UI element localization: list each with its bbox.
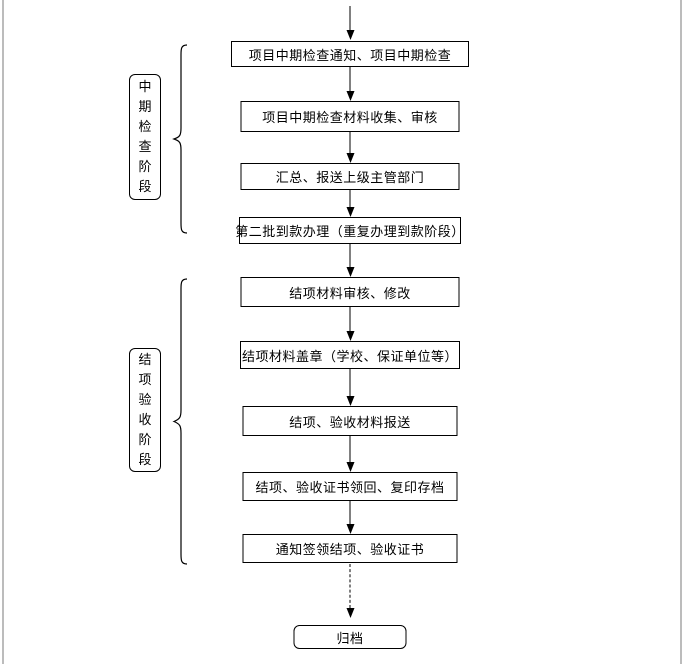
- flow-step-label: 结项、验收证书领回、复印存档: [255, 480, 445, 495]
- page-edge-left: [2, 0, 4, 664]
- flow-step-label: 结项、验收材料报送: [289, 414, 411, 430]
- flow-arrow-1: [346, 67, 355, 101]
- arrow-head-icon: [346, 331, 354, 341]
- flow-step-label: 归档: [336, 630, 364, 646]
- flow-arrow-6: [346, 369, 355, 406]
- flow-step-second-payment: 第二批到款办理（重复办理到款阶段）: [235, 217, 464, 244]
- arrow-head-icon: [346, 462, 354, 472]
- flow-arrow-5: [346, 307, 355, 341]
- flow-step-closure-material-review: 结项材料审核、修改: [240, 277, 460, 307]
- arrow-shaft: [349, 436, 351, 462]
- flow-arrow-4: [346, 244, 355, 277]
- curly-brace-icon: [172, 278, 188, 565]
- flow-step-acceptance-material-submission: 结项、验收材料报送: [242, 406, 458, 436]
- flow-step-archive: 归档: [293, 625, 407, 649]
- flow-step-certificate-retrieval: 结项、验收证书领回、复印存档: [242, 472, 458, 501]
- arrow-shaft: [349, 190, 351, 207]
- arrow-head-icon: [346, 524, 354, 534]
- flow-arrow-3: [346, 190, 355, 217]
- arrow-head-icon: [346, 153, 354, 163]
- flow-arrow-dashed: [346, 564, 355, 618]
- arrow-head-icon: [346, 30, 354, 40]
- flow-step-label: 结项材料盖章（学校、保证单位等）: [241, 348, 458, 364]
- arrow-shaft: [349, 307, 351, 331]
- curly-brace-midterm-stage: [169, 44, 191, 234]
- flow-arrow-7: [346, 436, 355, 472]
- arrow-shaft: [349, 369, 351, 396]
- stage-label-text: 结项验收阶段: [138, 352, 152, 467]
- flow-step-label: 汇总、报送上级主管部门: [275, 170, 425, 185]
- arrow-head-icon: [346, 207, 354, 217]
- stage-label-text: 中期检查阶段: [138, 79, 152, 194]
- curly-brace-icon: [172, 44, 188, 234]
- arrow-shaft: [349, 6, 351, 30]
- flow-step-label: 结项材料审核、修改: [289, 285, 411, 301]
- flow-step-label: 第二批到款办理（重复办理到款阶段）: [235, 224, 465, 239]
- arrow-head-icon: [346, 91, 354, 101]
- arrow-shaft: [349, 501, 351, 524]
- dashed-arrow-shaft: [349, 564, 351, 608]
- flow-arrow-top: [346, 6, 355, 40]
- flow-step-certificate-sign-notification: 通知签领结项、验收证书: [242, 534, 458, 563]
- page-edge-right: [680, 0, 682, 664]
- flow-step-report-to-superior: 汇总、报送上级主管部门: [240, 163, 460, 190]
- arrow-shaft: [349, 244, 351, 267]
- curly-brace-closure-stage: [169, 278, 191, 565]
- flow-arrow-2: [346, 132, 355, 163]
- stage-label-midterm-check: 中期检查阶段: [129, 74, 161, 200]
- flow-step-midterm-material-collection: 项目中期检查材料收集、审核: [240, 101, 460, 132]
- flow-step-midterm-check-notice: 项目中期检查通知、项目中期检查: [231, 41, 469, 67]
- flow-step-label: 项目中期检查材料收集、审核: [262, 110, 438, 125]
- arrow-shaft: [349, 67, 351, 91]
- flow-step-label: 通知签领结项、验收证书: [275, 542, 425, 557]
- stage-label-closure-acceptance: 结项验收阶段: [129, 348, 161, 472]
- flow-step-label: 项目中期检查通知、项目中期检查: [248, 47, 452, 63]
- flow-arrow-8: [346, 501, 355, 534]
- flow-step-closure-material-stamp: 结项材料盖章（学校、保证单位等）: [240, 341, 460, 369]
- arrow-head-icon: [346, 608, 354, 618]
- arrow-head-icon: [346, 396, 354, 406]
- arrow-shaft: [349, 132, 351, 153]
- arrow-head-icon: [346, 267, 354, 277]
